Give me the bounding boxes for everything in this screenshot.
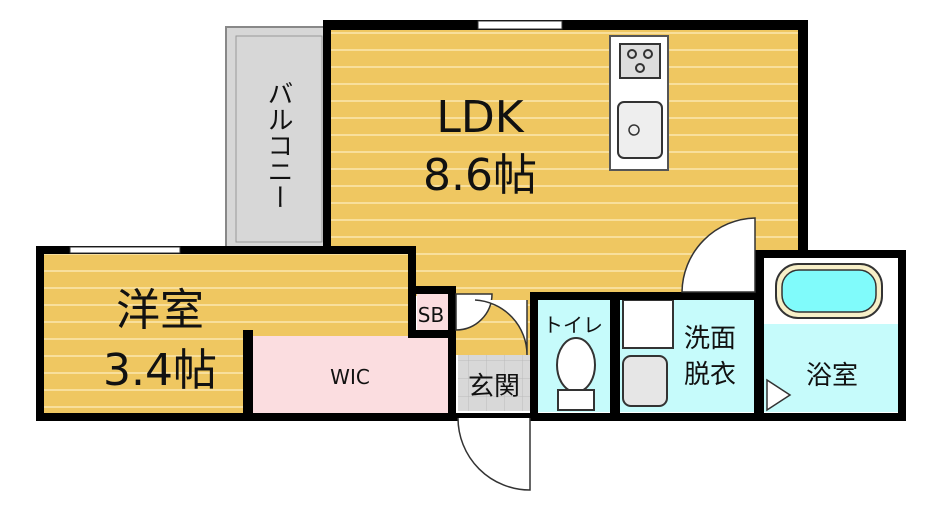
toilet-label: トイレ [543, 313, 603, 337]
wic [249, 336, 449, 416]
ldk-floor [330, 28, 802, 250]
sb-label: SB [418, 303, 444, 327]
wic-label: WIC [330, 365, 370, 389]
balcony-label: バルコニー [263, 80, 293, 210]
window [477, 20, 563, 30]
washroom-label-1: 洗面 [684, 324, 736, 354]
window [69, 246, 181, 254]
shoe-box [417, 294, 449, 334]
ldk-label: LDK [436, 92, 524, 143]
balcony [225, 26, 331, 250]
walls [36, 20, 906, 421]
western-room-label: 洋室 [116, 285, 204, 336]
basin-icon [622, 355, 668, 407]
washroom-label-2: 脱衣 [684, 360, 736, 390]
entrance-label: 玄関 [468, 372, 520, 402]
ldk-size: 8.6帖 [423, 150, 537, 201]
entrance [458, 355, 530, 411]
toilet-bowl-icon [556, 337, 596, 393]
sink-icon [617, 101, 663, 159]
western-room-size: 3.4帖 [103, 345, 217, 396]
bath-label: 浴室 [806, 361, 858, 391]
washing-machine-icon [622, 299, 674, 349]
doors [455, 217, 756, 491]
